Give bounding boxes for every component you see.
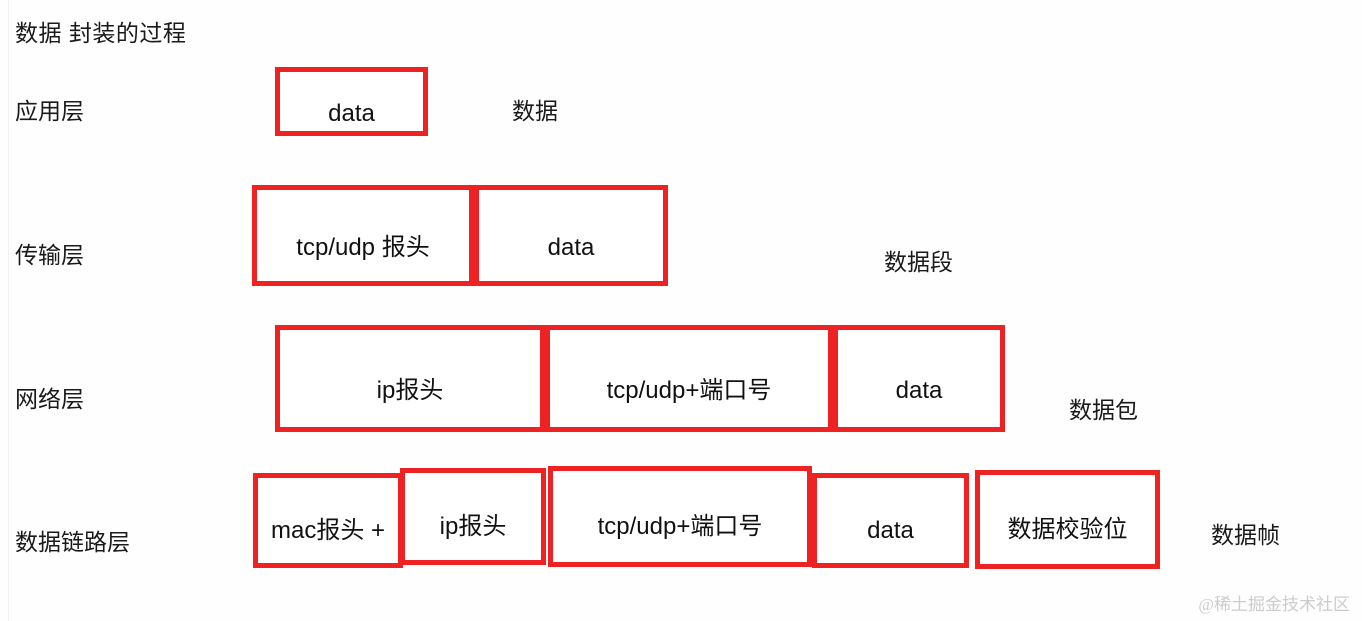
pdu-cell-network-ip-header[interactable]: ip报头	[275, 325, 545, 432]
pdu-cell-label: mac报头 +	[270, 516, 386, 544]
pdu-cell-datalink-mac-header[interactable]: mac报头 +	[253, 473, 403, 568]
pdu-cell-transport-header[interactable]: tcp/udp 报头	[252, 185, 474, 286]
pdu-cell-label: 数据校验位	[1007, 515, 1128, 543]
pdu-cell-datalink-ip-header[interactable]: ip报头	[400, 468, 546, 565]
pdu-cell-label: data	[328, 99, 375, 127]
pdu-cell-datalink-transport-header[interactable]: tcp/udp+端口号	[548, 466, 812, 567]
layer-label-transport: 传输层	[15, 242, 84, 268]
layer-label-data-link: 数据链路层	[15, 529, 130, 555]
unit-label-application: 数据	[512, 98, 558, 124]
watermark: @稀土掘金技术社区	[1198, 595, 1350, 614]
pdu-cell-label: data	[895, 376, 943, 404]
pdu-cell-label: tcp/udp 报头	[296, 233, 430, 261]
pdu-cell-transport-data[interactable]: data	[474, 185, 668, 286]
pdu-cell-label: tcp/udp+端口号	[597, 512, 763, 540]
layer-label-application: 应用层	[15, 98, 84, 124]
pdu-cell-application-data[interactable]: data	[275, 67, 428, 136]
pdu-cell-datalink-checksum[interactable]: 数据校验位	[975, 470, 1160, 569]
left-margin-rule	[8, 0, 9, 621]
pdu-cell-label: data	[547, 233, 595, 261]
pdu-cell-datalink-data[interactable]: data	[812, 473, 969, 568]
pdu-cell-network-data[interactable]: data	[833, 325, 1005, 432]
page-title: 数据 封装的过程	[15, 20, 187, 46]
unit-label-transport: 数据段	[884, 249, 953, 275]
unit-label-data-link: 数据帧	[1211, 522, 1280, 548]
layer-label-network: 网络层	[15, 386, 84, 412]
pdu-cell-label: ip报头	[439, 512, 507, 540]
pdu-cell-network-transport-header[interactable]: tcp/udp+端口号	[545, 325, 833, 432]
unit-label-network: 数据包	[1069, 397, 1138, 423]
pdu-cell-label: data	[867, 516, 914, 544]
pdu-cell-label: tcp/udp+端口号	[606, 376, 772, 404]
pdu-cell-label: ip报头	[376, 376, 444, 404]
